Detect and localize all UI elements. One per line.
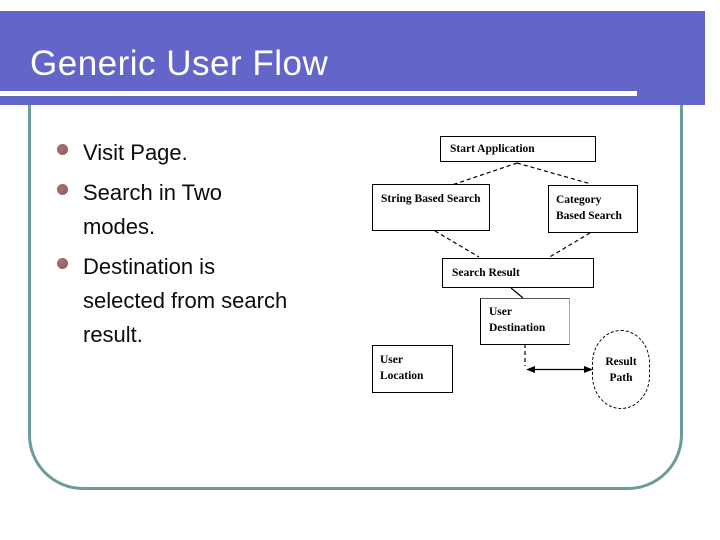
- list-item: Visit Page.: [57, 136, 357, 170]
- flow-node-label: String Based Search: [381, 193, 481, 205]
- flow-node-result-path: Result Path: [592, 330, 650, 409]
- arrowhead-right: [584, 366, 593, 373]
- bullet-text: Visit Page.: [83, 140, 188, 165]
- bullet-text: Destination is selected from search resu…: [83, 254, 288, 347]
- connector-start-to-string: [451, 162, 518, 186]
- flow-node-start-application: Start Application: [440, 136, 596, 162]
- bullet-icon: [57, 144, 68, 155]
- bullet-icon: [57, 258, 68, 269]
- connector-result-to-destination: [510, 287, 524, 299]
- arrowhead-left: [526, 366, 535, 373]
- bullet-text: Search in Two modes.: [83, 180, 223, 239]
- flow-node-user-location: User Location: [372, 345, 453, 393]
- flow-node-user-destination: User Destination: [480, 298, 570, 345]
- list-item: Search in Two modes.: [57, 176, 357, 244]
- flow-node-label: User Location: [380, 354, 424, 382]
- connector-start-to-category: [516, 162, 592, 185]
- flow-node-search-result: Search Result: [442, 258, 594, 288]
- flow-node-string-based-search: String Based Search: [372, 184, 490, 231]
- connector-category-to-result: [547, 232, 591, 259]
- flow-node-category-based-search: Category Based Search: [548, 185, 638, 233]
- title-banner: Generic User Flow: [0, 11, 705, 105]
- title-underline: [0, 91, 637, 96]
- connector-string-to-result: [434, 230, 480, 258]
- list-item: Destination is selected from search resu…: [57, 250, 357, 352]
- bullet-icon: [57, 184, 68, 195]
- flow-node-label: Start Application: [450, 143, 535, 155]
- bullet-list: Visit Page. Search in Two modes. Destina…: [57, 136, 357, 352]
- flow-node-label: Category Based Search: [556, 194, 622, 222]
- page-title: Generic User Flow: [30, 44, 329, 83]
- flow-node-label: User Destination: [489, 306, 546, 334]
- flow-node-label: Search Result: [452, 267, 520, 279]
- flow-node-label: Result Path: [605, 355, 637, 384]
